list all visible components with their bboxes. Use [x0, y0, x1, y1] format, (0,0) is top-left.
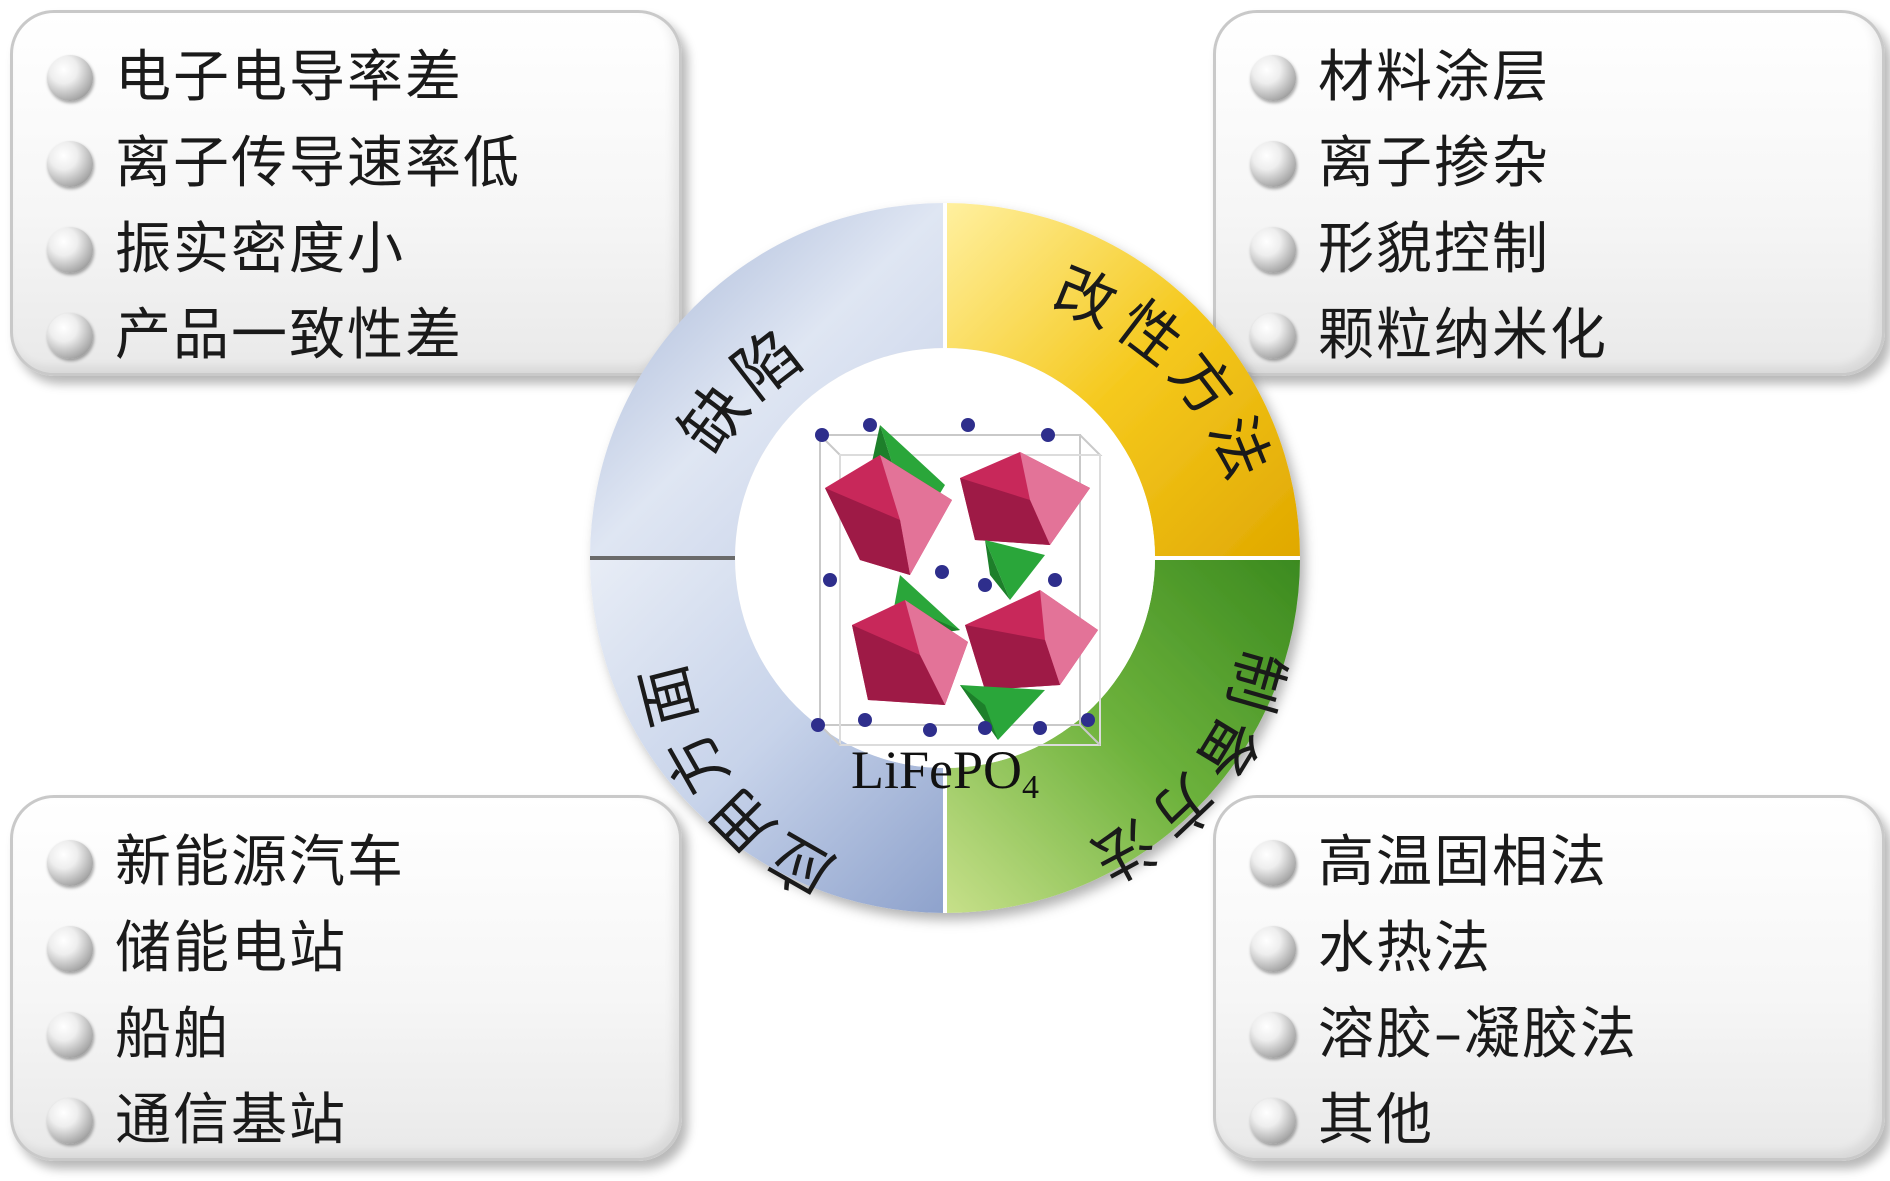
crystal-structure-icon	[811, 418, 1103, 746]
list-item: 形貌控制	[1250, 207, 1882, 293]
octahedron-icon	[880, 455, 952, 575]
ring-segment-defects	[590, 203, 945, 558]
list-item: 其他	[1250, 1078, 1882, 1164]
list-item: 产品一致性差	[47, 293, 679, 379]
bullet-icon	[47, 926, 93, 972]
tetrahedron-icon	[985, 540, 1045, 600]
list-item-label: 振实密度小	[115, 217, 405, 282]
list-item-label: 水热法	[1318, 916, 1492, 981]
octahedron-icon	[1040, 590, 1098, 685]
bullet-icon	[47, 55, 93, 101]
octahedron-icon	[852, 625, 945, 705]
list-item: 电子电导率差	[47, 35, 679, 121]
ring-segment-applications	[590, 558, 945, 913]
octahedron-icon	[965, 625, 1060, 690]
list-item-label: 产品一致性差	[115, 303, 463, 368]
list-item: 水热法	[1250, 906, 1882, 992]
list-item: 高温固相法	[1250, 820, 1882, 906]
bullet-icon	[1250, 55, 1296, 101]
bullet-icon	[47, 313, 93, 359]
bullet-icon	[1250, 840, 1296, 886]
list-item-label: 电子电导率差	[115, 45, 463, 110]
list-item: 通信基站	[47, 1078, 679, 1164]
defects-box: 电子电导率差 离子传导速率低 振实密度小 产品一致性差	[10, 10, 682, 376]
octahedron-icon	[825, 488, 910, 575]
list-item-label: 离子掺杂	[1318, 131, 1550, 196]
list-item: 船舶	[47, 992, 679, 1078]
list-item: 离子传导速率低	[47, 121, 679, 207]
tetrahedron-icon	[960, 685, 1045, 740]
list-item-label: 溶胶–凝胶法	[1318, 1002, 1638, 1067]
list-item-label: 高温固相法	[1318, 830, 1608, 895]
formula-label: LiFePO4	[851, 740, 1039, 806]
list-item-label: 形貌控制	[1318, 217, 1550, 282]
bullet-icon	[47, 1012, 93, 1058]
list-item: 材料涂层	[1250, 35, 1882, 121]
bullet-icon	[1250, 1098, 1296, 1144]
list-item-label: 离子传导速率低	[115, 131, 521, 196]
bullet-icon	[1250, 926, 1296, 972]
ring-segment-preparation	[945, 558, 1300, 913]
bullet-icon	[1250, 1012, 1296, 1058]
list-item: 颗粒纳米化	[1250, 293, 1882, 379]
bullet-icon	[47, 141, 93, 187]
list-item-label: 储能电站	[115, 916, 347, 981]
list-item: 储能电站	[47, 906, 679, 992]
bullet-icon	[1250, 227, 1296, 273]
bullet-icon	[47, 227, 93, 273]
octahedron-icon	[1020, 452, 1090, 545]
list-item-label: 通信基站	[115, 1088, 347, 1153]
bullet-icon	[1250, 141, 1296, 187]
atom-icon	[811, 418, 1095, 737]
list-item-label: 其他	[1318, 1088, 1434, 1153]
tetrahedron-icon	[985, 540, 1010, 600]
list-item-label: 材料涂层	[1318, 45, 1550, 110]
octahedron-icon	[905, 600, 968, 705]
octahedron-icon	[960, 478, 1050, 545]
modification-box: 材料涂层 离子掺杂 形貌控制 颗粒纳米化	[1213, 10, 1885, 376]
bullet-icon	[47, 840, 93, 886]
applications-box: 新能源汽车 储能电站 船舶 通信基站	[10, 795, 682, 1161]
list-item: 离子掺杂	[1250, 121, 1882, 207]
list-item-label: 颗粒纳米化	[1318, 303, 1608, 368]
bullet-icon	[47, 1098, 93, 1144]
ring-segment-modification	[945, 203, 1300, 558]
list-item: 振实密度小	[47, 207, 679, 293]
bullet-icon	[1250, 313, 1296, 359]
list-item: 新能源汽车	[47, 820, 679, 906]
list-item-label: 新能源汽车	[115, 830, 405, 895]
list-item: 溶胶–凝胶法	[1250, 992, 1882, 1078]
list-item-label: 船舶	[115, 1002, 231, 1067]
preparation-box: 高温固相法 水热法 溶胶–凝胶法 其他	[1213, 795, 1885, 1161]
